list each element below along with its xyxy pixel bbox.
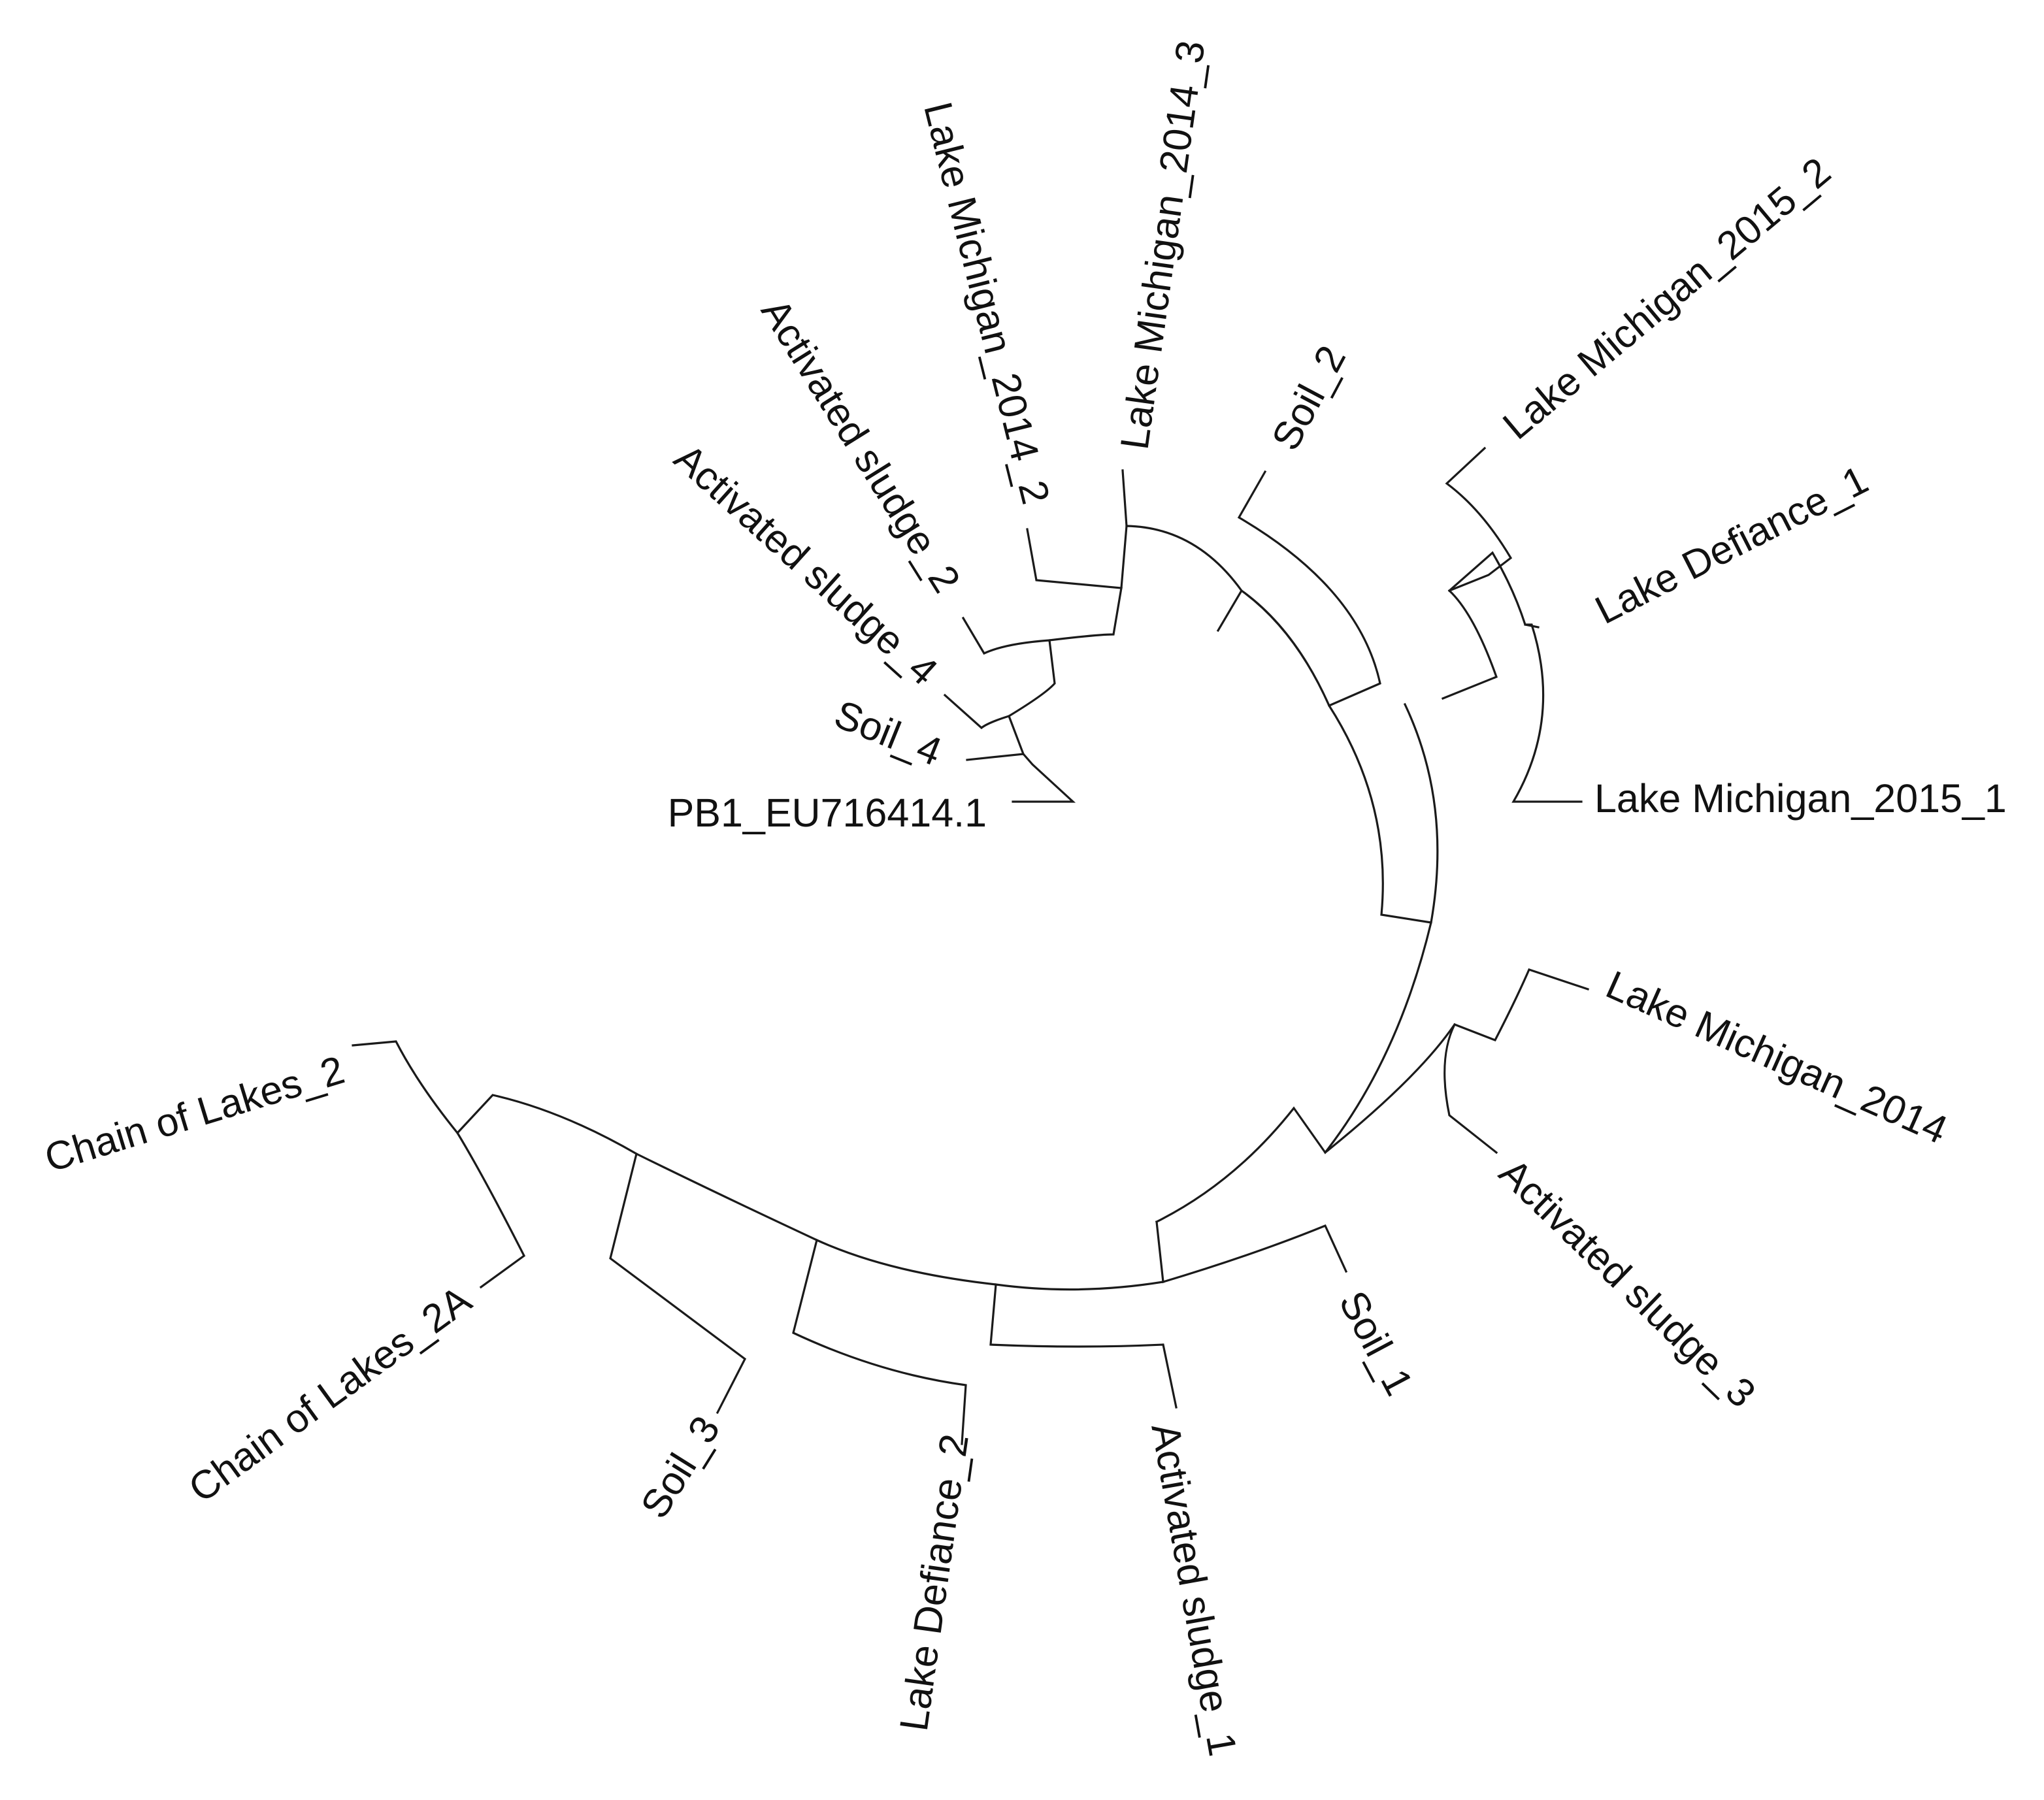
tree-branches <box>352 446 1590 1445</box>
leaf-label-lake-michigan-2014-3: Lake Michigan_2014_3 <box>1112 38 1213 452</box>
leaf-label-lake-michigan-2014-2: Lake Michigan_2014_2 <box>915 98 1059 509</box>
branch-lm2014-clade-right <box>1323 968 1590 1154</box>
branch-as3-leaf <box>1443 1023 1498 1154</box>
branch-lm2014-3 <box>1120 525 1243 632</box>
tree-labels: PB1_EU716414.1 Soil_4 Activated sludge_4… <box>40 38 2007 1759</box>
leaf-label-soil-1: Soil_1 <box>1330 1284 1422 1403</box>
leaf-label-chain-of-lakes-2: Chain of Lakes_2 <box>40 1047 350 1181</box>
branch-as2-clade <box>961 616 1056 718</box>
branch-lm2014-3-leaf <box>1121 469 1128 527</box>
branch-ld1-leaf <box>1511 623 1583 803</box>
leaf-label-lake-michigan-2014: Lake Michigan_2014 <box>1600 962 1954 1152</box>
branch-lm2014-clade <box>1026 528 1123 642</box>
leaf-label-lake-michigan-2015-2: Lake Michigan_2015_2 <box>1494 149 1839 448</box>
branch-lm2015-2-leaf <box>1445 446 1513 593</box>
leaf-label-activated-sludge-3: Activated sludge_3 <box>1491 1150 1764 1416</box>
leaf-label-soil-3: Soil_3 <box>632 1408 729 1526</box>
leaf-label-lake-defiance-2: Lake Defiance_2 <box>891 1432 977 1734</box>
branch-pb1 <box>966 753 1076 803</box>
leaf-label-pb1: PB1_EU716414.1 <box>668 791 987 835</box>
branch-backbone-right <box>1327 702 1439 924</box>
branch-col-clade <box>456 1094 638 1289</box>
branch-as1 <box>989 1281 1178 1409</box>
leaf-label-lake-michigan-2015-1: Lake Michigan_2015_1 <box>1594 776 2007 821</box>
leaf-label-chain-of-lakes-2a: Chain of Lakes_2A <box>180 1277 479 1511</box>
branch-soil4-as4 <box>943 693 1025 756</box>
leaf-label-lake-defiance-1: Lake Defiance_1 <box>1588 457 1875 632</box>
branch-col2-leaf <box>352 1040 459 1135</box>
leaf-label-activated-sludge-1: Activated sludge_1 <box>1143 1420 1245 1759</box>
branch-backbone-bottom <box>1155 921 1432 1224</box>
leaf-label-soil-4: Soil_4 <box>829 691 948 774</box>
branch-lower-clade <box>1155 1220 1348 1284</box>
leaf-label-soil-2: Soil_2 <box>1263 338 1355 457</box>
branch-soil2 <box>1237 470 1381 708</box>
branch-soil3-clade <box>609 1152 819 1415</box>
branch-ld2-clade <box>792 1238 997 1445</box>
